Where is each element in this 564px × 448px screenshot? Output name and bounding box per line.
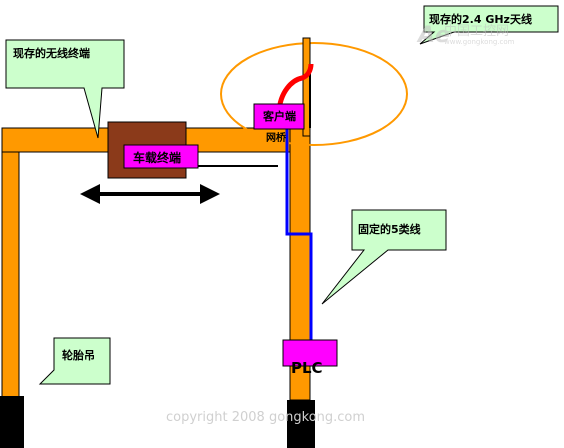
movement-arrow-right-head xyxy=(200,184,220,204)
callout-rtg-text: 轮胎吊 xyxy=(62,348,95,362)
plc-device xyxy=(282,339,338,367)
copyright-watermark: copyright 2008 gongkong.com xyxy=(166,410,365,425)
gongkong-logo: Ae 中国工控网 www.gongkong.com xyxy=(416,23,515,48)
client-bridge-label-line2: 网桥 xyxy=(266,131,287,144)
gongkong-logo-url: www.gongkong.com xyxy=(444,38,515,46)
callout-wireless-terminal xyxy=(5,39,125,139)
crane-right-wheel xyxy=(287,400,315,448)
crane-left-leg xyxy=(1,147,20,401)
client-bridge xyxy=(253,103,305,130)
callout-wireless-terminal-text: 现存的无线终端 xyxy=(13,46,90,60)
cat5-cable xyxy=(285,128,313,342)
callout-antenna xyxy=(419,5,559,45)
callout-rtg xyxy=(38,337,111,385)
antenna-cable xyxy=(276,63,314,113)
plc-label: PLC xyxy=(291,359,323,377)
antenna-zone-ellipse xyxy=(220,42,408,146)
callout-cat5-text: 固定的5类线 xyxy=(358,222,421,236)
gongkong-logo-mark: Ae xyxy=(416,23,450,48)
client-bridge-label-line1: 客户端 xyxy=(262,109,296,123)
callout-antenna-text: 现存的2.4 GHz天线 xyxy=(429,12,532,26)
vehicle-terminal xyxy=(123,144,199,169)
crane-left-wheel xyxy=(0,396,24,448)
movement-arrow-left-head xyxy=(80,184,100,204)
vehicle-terminal-label: 车载终端 xyxy=(133,150,181,165)
gongkong-logo-text: 中国工控网 xyxy=(444,24,509,39)
callout-cat5 xyxy=(321,209,447,305)
